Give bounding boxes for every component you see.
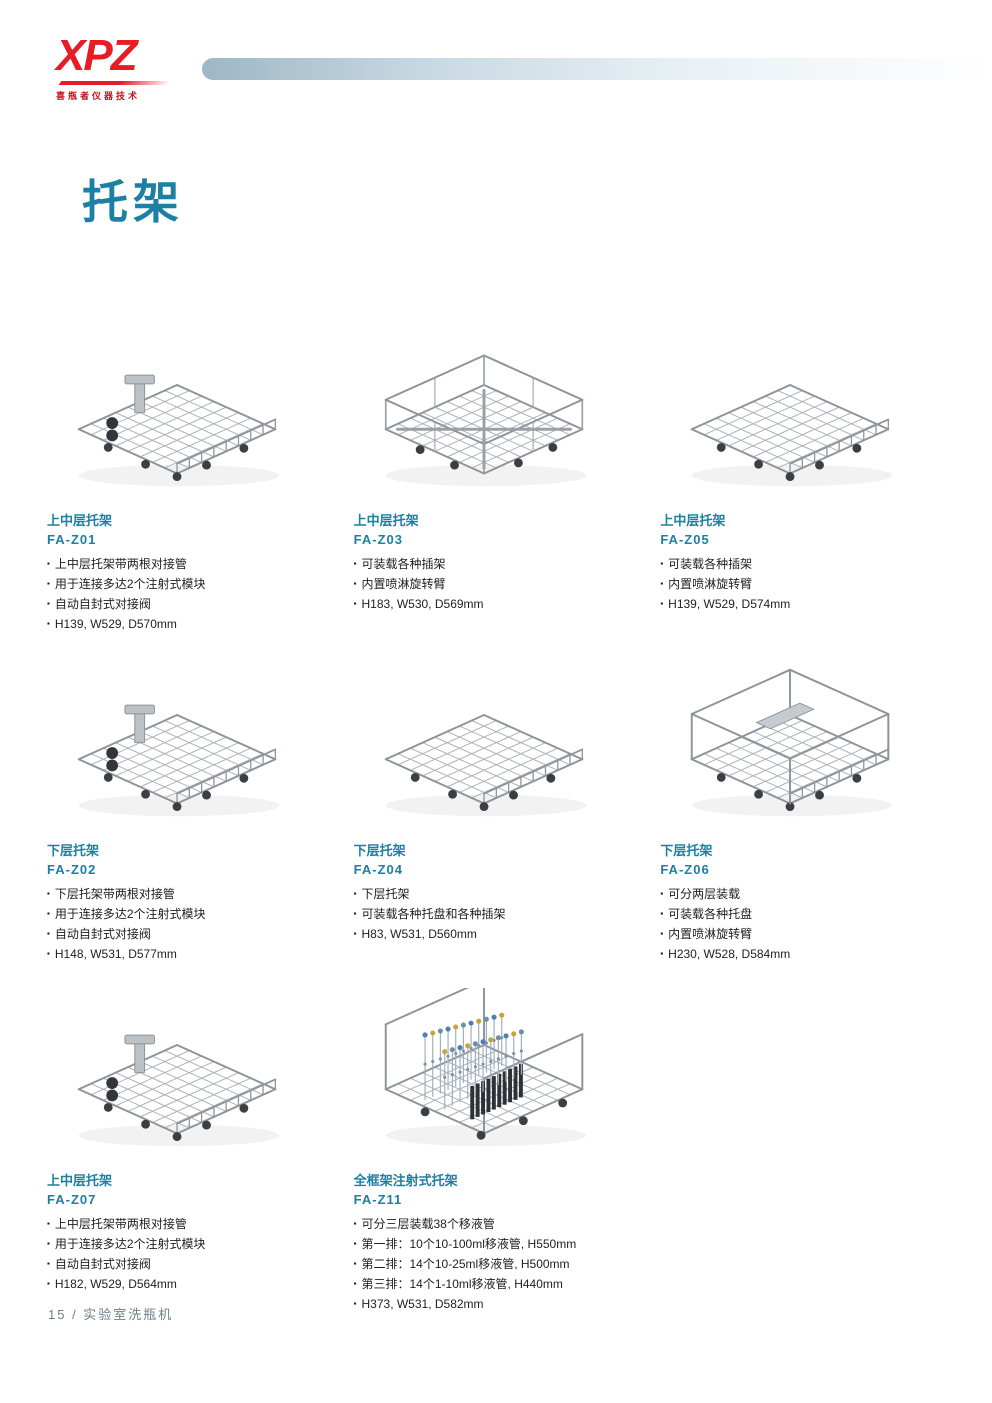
product-model: FA-Z05: [660, 532, 710, 547]
product-model: FA-Z11: [353, 1192, 403, 1207]
product-category: 下层托架: [47, 843, 100, 858]
product-feature: H182, W529, D564mm: [47, 1274, 336, 1294]
product-feature: 可装载各种插架: [660, 554, 949, 574]
product-card: 上中层托架 FA-Z03 可装载各种插架内置喷淋旋转臂H183, W530, D…: [354, 328, 643, 634]
product-card: 下层托架 FA-Z06 可分两层装载可装载各种托盘内置喷淋旋转臂H230, W5…: [660, 658, 949, 964]
basket-flat-icon: [354, 658, 618, 830]
product-card: 上中层托架 FA-Z01 上中层托架带两根对接管用于连接多达2个注射式模块自动自…: [47, 328, 336, 634]
product-feature: 用于连接多达2个注射式模块: [47, 574, 336, 594]
product-feature: 可装载各种插架: [354, 554, 643, 574]
product-category: 上中层托架: [353, 513, 419, 528]
product-features: 可装载各种插架内置喷淋旋转臂H139, W529, D574mm: [660, 554, 949, 614]
product-feature: 用于连接多达2个注射式模块: [47, 904, 336, 924]
product-model: FA-Z07: [47, 1192, 97, 1207]
product-card: 全框架注射式托架 FA-Z11 可分三层装载38个移液管第一排：10个10-10…: [354, 988, 643, 1314]
header-gradient-bar: [202, 58, 992, 80]
product-feature: 内置喷淋旋转臂: [660, 924, 949, 944]
product-features: 可分两层装载可装载各种托盘内置喷淋旋转臂H230, W528, D584mm: [660, 884, 949, 964]
logo-subtext: 喜瓶者仪器技术: [56, 91, 141, 101]
product-features: 上中层托架带两根对接管用于连接多达2个注射式模块自动自封式对接阀H139, W5…: [47, 554, 336, 634]
product-feature: 可分三层装载38个移液管: [354, 1214, 643, 1234]
product-feature: 用于连接多达2个注射式模块: [47, 1234, 336, 1254]
product-feature: H373, W531, D582mm: [354, 1294, 643, 1314]
product-feature: 可分两层装载: [660, 884, 949, 904]
product-card: 下层托架 FA-Z02 下层托架带两根对接管用于连接多达2个注射式模块自动自封式…: [47, 658, 336, 964]
basket-flat-handle-icon: [47, 988, 311, 1160]
product-model: FA-Z06: [660, 862, 710, 877]
product-feature: 自动自封式对接阀: [47, 924, 336, 944]
product-feature: 上中层托架带两根对接管: [47, 1214, 336, 1234]
product-feature: 内置喷淋旋转臂: [354, 574, 643, 594]
product-category: 上中层托架: [47, 1173, 113, 1188]
product-feature: 下层托架带两根对接管: [47, 884, 336, 904]
product-feature: H83, W531, D560mm: [354, 924, 643, 944]
product-features: 下层托架带两根对接管用于连接多达2个注射式模块自动自封式对接阀H148, W53…: [47, 884, 336, 964]
logo-swoosh-icon: [58, 81, 172, 85]
product-category: 下层托架: [353, 843, 406, 858]
product-grid: 上中层托架 FA-Z01 上中层托架带两根对接管用于连接多达2个注射式模块自动自…: [47, 328, 949, 1314]
product-feature: 自动自封式对接阀: [47, 594, 336, 614]
product-feature: H230, W528, D584mm: [660, 944, 949, 964]
product-model: FA-Z02: [47, 862, 97, 877]
page-title: 托架: [82, 176, 184, 228]
basket-frame-icon: [660, 658, 924, 830]
product-features: 上中层托架带两根对接管用于连接多达2个注射式模块自动自封式对接阀H182, W5…: [47, 1214, 336, 1294]
logo-text: XPZ: [56, 31, 138, 80]
product-feature: 下层托架: [354, 884, 643, 904]
product-feature: 第一排：10个10-100ml移液管, H550mm: [354, 1234, 643, 1254]
product-card: 下层托架 FA-Z04 下层托架可装载各种托盘和各种插架H83, W531, D…: [354, 658, 643, 964]
product-model: FA-Z03: [353, 532, 403, 547]
product-category: 下层托架: [660, 843, 713, 858]
basket-flat-handle-icon: [47, 328, 311, 500]
basket-deep-icon: [354, 328, 618, 500]
product-features: 下层托架可装载各种托盘和各种插架H83, W531, D560mm: [354, 884, 643, 944]
product-category: 上中层托架: [660, 513, 726, 528]
basket-flat-handle-icon: [47, 658, 311, 830]
basket-flat-icon: [660, 328, 924, 500]
page-footer: 15 / 实验室洗瓶机: [48, 1307, 174, 1322]
product-features: 可分三层装载38个移液管第一排：10个10-100ml移液管, H550mm第二…: [354, 1214, 643, 1314]
product-card: 上中层托架 FA-Z07 上中层托架带两根对接管用于连接多达2个注射式模块自动自…: [47, 988, 336, 1314]
product-feature: H139, W529, D570mm: [47, 614, 336, 634]
product-feature: 可装载各种托盘和各种插架: [354, 904, 643, 924]
product-model: FA-Z04: [353, 862, 403, 877]
product-feature: 自动自封式对接阀: [47, 1254, 336, 1274]
product-feature: 第二排：14个10-25ml移液管, H500mm: [354, 1254, 643, 1274]
product-feature: H148, W531, D577mm: [47, 944, 336, 964]
product-category: 全框架注射式托架: [353, 1173, 458, 1188]
product-card: 上中层托架 FA-Z05 可装载各种插架内置喷淋旋转臂H139, W529, D…: [660, 328, 949, 634]
product-model: FA-Z01: [47, 532, 97, 547]
product-features: 可装载各种插架内置喷淋旋转臂H183, W530, D569mm: [354, 554, 643, 614]
basket-pipette-icon: [354, 988, 618, 1160]
product-feature: H139, W529, D574mm: [660, 594, 949, 614]
xpz-logo: XPZ 喜瓶者仪器技术: [56, 34, 196, 102]
product-feature: 上中层托架带两根对接管: [47, 554, 336, 574]
product-category: 上中层托架: [47, 513, 113, 528]
product-feature: 第三排：14个1-10ml移液管, H440mm: [354, 1274, 643, 1294]
product-feature: H183, W530, D569mm: [354, 594, 643, 614]
product-feature: 可装载各种托盘: [660, 904, 949, 924]
product-feature: 内置喷淋旋转臂: [660, 574, 949, 594]
